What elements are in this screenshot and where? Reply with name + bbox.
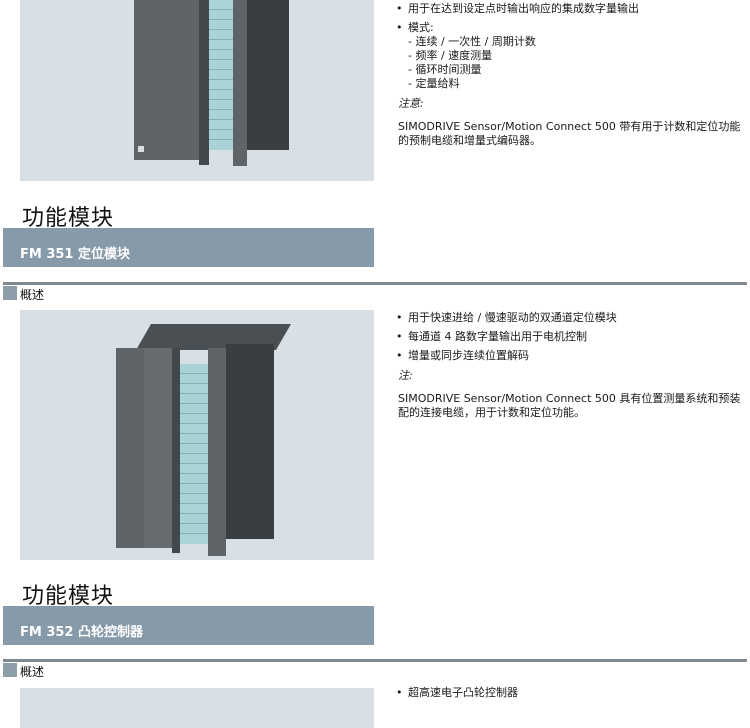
- overview-heading: 概述: [3, 286, 103, 302]
- module-header-text: FM 352 凸轮控制器: [20, 625, 144, 640]
- product-image-fm352: [20, 688, 374, 728]
- section2-description: 用于快速进给 / 慢速驱动的双通道定位模块 每通道 4 路数字量输出用于电机控制…: [396, 311, 748, 420]
- section-divider: [3, 659, 747, 662]
- module-header-text: FM 351 定位模块: [20, 247, 131, 262]
- section-title: 功能模块: [22, 584, 115, 609]
- module-illustration: [114, 0, 294, 168]
- bullet-item: 用于在达到设定点时输出响应的集成数字量输出: [396, 2, 746, 16]
- overview-label: 概述: [20, 288, 45, 302]
- mode-item: - 循环时间测量: [408, 63, 482, 76]
- bullet-item: 超高速电子凸轮控制器: [396, 686, 748, 700]
- bullet-item: 每通道 4 路数字量输出用于电机控制: [396, 330, 748, 344]
- overview-marker: [3, 286, 17, 300]
- bullet-item: 增量或同步连续位置解码: [396, 349, 748, 363]
- section-divider: [3, 282, 747, 285]
- note-text: SIMODRIVE Sensor/Motion Connect 500 带有用于…: [398, 120, 741, 147]
- small-square-icon: [138, 146, 144, 152]
- section3-description: 超高速电子凸轮控制器: [396, 686, 748, 705]
- module-illustration: [116, 324, 296, 556]
- section-title: 功能模块: [22, 206, 115, 231]
- bullet-item: 用于快速进给 / 慢速驱动的双通道定位模块: [396, 311, 748, 325]
- module-header-fm351: FM 351 定位模块: [3, 228, 374, 267]
- mode-item: - 定量给料: [408, 77, 460, 90]
- overview-heading: 概述: [3, 663, 103, 679]
- note-label: 注:: [398, 369, 413, 382]
- bullet-item: 模式:: [396, 21, 746, 35]
- note-label: 注意:: [398, 97, 424, 110]
- overview-marker: [3, 663, 17, 677]
- product-image-fm350: [20, 0, 374, 181]
- overview-label: 概述: [20, 665, 45, 679]
- note-text: SIMODRIVE Sensor/Motion Connect 500 具有位置…: [398, 392, 741, 419]
- product-image-fm351: [20, 310, 374, 560]
- mode-item: - 频率 / 速度测量: [408, 49, 493, 62]
- mode-item: - 连续 / 一次性 / 周期计数: [408, 35, 536, 48]
- module-header-fm352: FM 352 凸轮控制器: [3, 606, 374, 645]
- section1-description: 用于在达到设定点时输出响应的集成数字量输出 模式: - 连续 / 一次性 / 周…: [396, 2, 746, 148]
